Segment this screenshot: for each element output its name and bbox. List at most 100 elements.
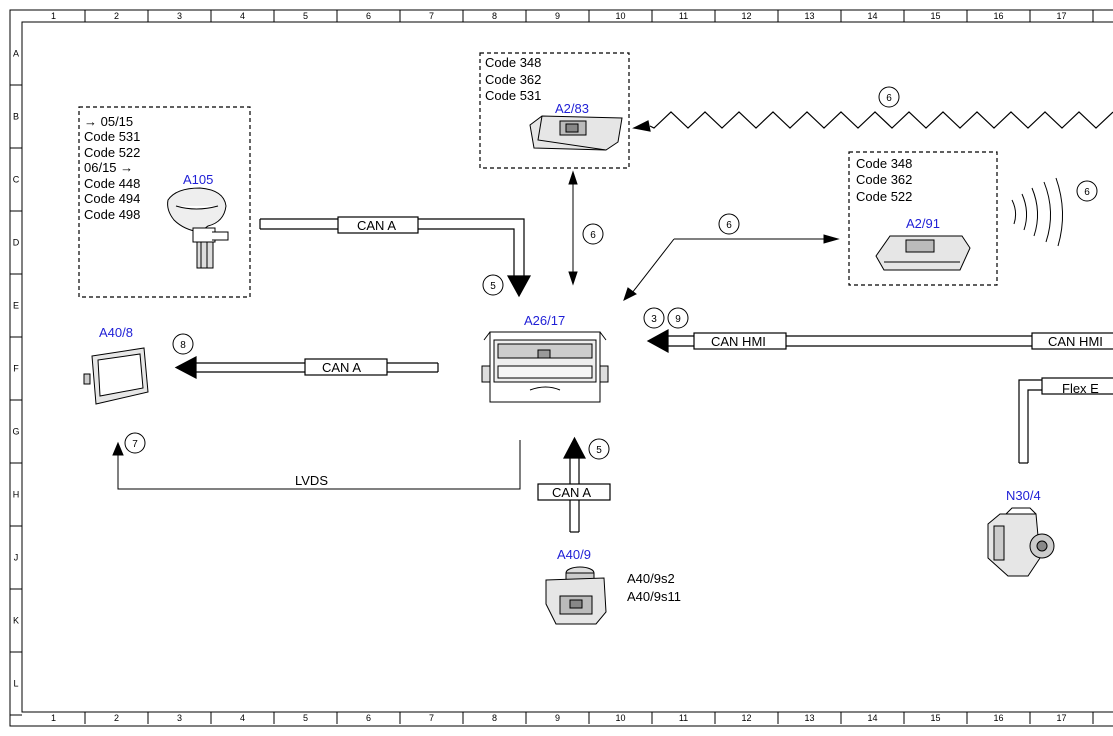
a40-8-display[interactable]: A40/8 xyxy=(83,325,149,405)
a105-code-line: → 05/15 xyxy=(84,114,133,129)
column-number: 12 xyxy=(741,713,751,723)
marker-5: 5 xyxy=(482,274,504,296)
a2-83-label: A2/83 xyxy=(555,101,589,116)
a26-17-unit-icon xyxy=(481,331,609,403)
column-number: 6 xyxy=(366,713,371,723)
column-number: 6 xyxy=(366,11,371,21)
a2-91-module[interactable]: Code 348 Code 362 Code 522 A2/91 xyxy=(848,151,998,286)
a105-label: A105 xyxy=(183,172,213,187)
column-number: 13 xyxy=(804,11,814,21)
a40-8-label: A40/8 xyxy=(99,325,133,340)
column-number: 5 xyxy=(303,11,308,21)
marker-5: 5 xyxy=(588,438,610,460)
a2-91-label: A2/91 xyxy=(906,216,940,231)
a2-91-module-icon xyxy=(875,235,971,271)
a105-code-line: 06/15 → xyxy=(84,160,133,175)
a2-83-module-icon xyxy=(529,115,623,151)
marker-6: 6 xyxy=(582,223,604,245)
lvds-label: LVDS xyxy=(295,473,328,488)
radio-waves-icon xyxy=(1011,177,1064,247)
can-hmi-label: CAN HMI xyxy=(1048,334,1103,349)
column-number: 4 xyxy=(240,11,245,21)
marker-8: 8 xyxy=(172,333,194,355)
column-number: 12 xyxy=(741,11,751,21)
row-letter: H xyxy=(13,490,20,500)
svg-text:5: 5 xyxy=(596,445,602,456)
column-number: 9 xyxy=(555,11,560,21)
svg-text:6: 6 xyxy=(726,220,732,231)
a2-91-code-line: Code 362 xyxy=(856,172,912,187)
column-number: 5 xyxy=(303,713,308,723)
column-number: 10 xyxy=(615,713,625,723)
row-letter: C xyxy=(13,175,20,185)
n30-4-label: N30/4 xyxy=(1006,488,1041,503)
svg-text:3: 3 xyxy=(651,314,657,325)
column-number: 4 xyxy=(240,713,245,723)
column-number: 15 xyxy=(930,11,940,21)
row-letter: D xyxy=(13,238,20,248)
a40-9-controller-icon xyxy=(545,566,607,625)
svg-text:8: 8 xyxy=(180,340,186,351)
flex-e-label: Flex E xyxy=(1062,381,1099,396)
column-number: 3 xyxy=(177,713,182,723)
a26-17-head-unit[interactable]: A26/17 xyxy=(481,313,609,403)
n30-4-module[interactable]: N30/4 xyxy=(987,488,1055,577)
a40-8-display-icon xyxy=(83,347,149,405)
column-number: 9 xyxy=(555,713,560,723)
can-hmi-label: CAN HMI xyxy=(711,334,766,349)
a105-module[interactable]: → 05/15 Code 531 Code 522 06/15 → Code 4… xyxy=(78,106,251,298)
row-letter: E xyxy=(13,301,19,311)
column-number: 17 xyxy=(1056,11,1066,21)
can-hmi-bus xyxy=(646,328,1113,354)
a105-code-line: Code 494 xyxy=(84,191,140,206)
a2-91-link xyxy=(623,234,840,301)
column-number: 13 xyxy=(804,713,814,723)
row-letter: J xyxy=(14,553,19,563)
column-number: 8 xyxy=(492,11,497,21)
row-letter: F xyxy=(13,364,19,374)
a40-9-switch-label: A40/9s11 xyxy=(627,589,681,604)
column-number: 2 xyxy=(114,713,119,723)
column-number: 3 xyxy=(177,11,182,21)
can-a-bus-a105 xyxy=(259,216,532,298)
marker-group: 6 6 6 6 5 5 3 9 8 7 xyxy=(124,86,1098,460)
a40-9-label: A40/9 xyxy=(557,547,591,562)
column-number: 11 xyxy=(679,11,688,21)
wireless-link-a2-83 xyxy=(632,111,1113,132)
column-number: 8 xyxy=(492,713,497,723)
lvds-link xyxy=(112,440,521,490)
row-letter: L xyxy=(13,679,18,689)
column-number: 16 xyxy=(993,11,1003,21)
svg-text:6: 6 xyxy=(886,93,892,104)
a105-controller-icon xyxy=(167,187,229,269)
can-a-bus-a40-9 xyxy=(537,436,611,533)
a105-code-line: Code 531 xyxy=(84,129,140,144)
a2-83-module[interactable]: Code 348 Code 362 Code 531 A2/83 xyxy=(479,52,630,169)
column-number: 1 xyxy=(51,713,56,723)
a2-91-code-line: Code 348 xyxy=(856,156,912,171)
column-number: 14 xyxy=(867,713,877,723)
column-number: 7 xyxy=(429,713,434,723)
a2-83-code-line: Code 531 xyxy=(485,88,541,103)
column-number: 7 xyxy=(429,11,434,21)
column-number: 1 xyxy=(51,11,56,21)
column-number: 15 xyxy=(930,713,940,723)
marker-6: 6 xyxy=(1076,180,1098,202)
column-number: 2 xyxy=(114,11,119,21)
svg-text:5: 5 xyxy=(490,281,496,292)
flex-e-bus xyxy=(1018,377,1113,464)
a2-83-code-line: Code 348 xyxy=(485,55,541,70)
marker-6: 6 xyxy=(718,213,740,235)
a105-code-line: Code 448 xyxy=(84,176,140,191)
column-number: 10 xyxy=(615,11,625,21)
column-number: 11 xyxy=(679,713,688,723)
row-letter: K xyxy=(13,616,19,626)
svg-text:7: 7 xyxy=(132,439,138,450)
marker-9: 9 xyxy=(667,307,689,329)
a40-9-controller[interactable]: A40/9 A40/9s2 A40/9s11 xyxy=(545,547,681,625)
n30-4-module-icon xyxy=(987,507,1055,577)
